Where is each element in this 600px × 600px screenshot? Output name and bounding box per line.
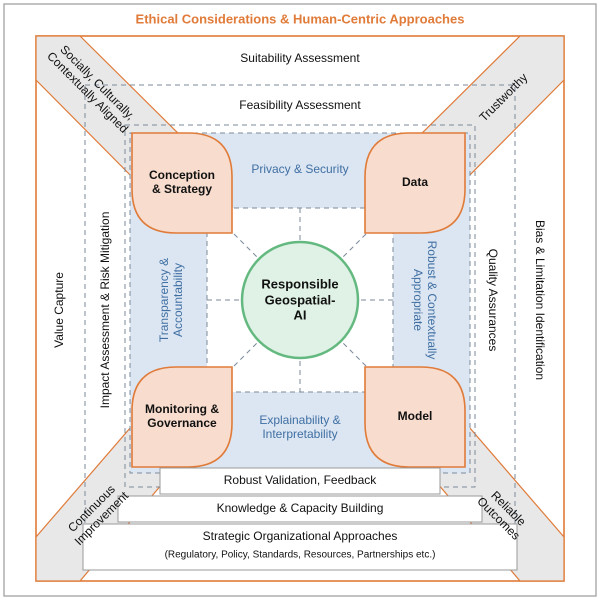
label-robust-line1: Robust & Contextually [424, 240, 439, 360]
label-value-capture: Value Capture [52, 272, 67, 348]
center-spokes [207, 208, 393, 392]
label-bias: Bias & Limitation Identification [532, 219, 547, 381]
strip-robust-validation [159, 467, 441, 495]
center-label-line1: Responsible [261, 276, 339, 292]
strip-strategic [82, 523, 518, 571]
leaf-conception [131, 132, 233, 234]
label-quality: Quality Assurances [485, 248, 500, 352]
label-explainability-line1: Explainability & [259, 413, 341, 428]
label-strategic-title: Strategic Organizational Approaches [202, 529, 398, 544]
stage-monitoring: Monitoring & Governance [145, 402, 219, 431]
stage-data: Data [401, 175, 429, 190]
header-title: Ethical Considerations & Human-Centric A… [135, 11, 465, 27]
stage-monitoring-line1: Monitoring & [145, 402, 219, 417]
label-transparency-line2: Accountability [171, 262, 185, 338]
center-label: Responsible Geospatial- AI [261, 277, 338, 324]
strip-knowledge [117, 495, 483, 523]
label-knowledge: Knowledge & Capacity Building [216, 501, 384, 516]
label-suitability: Suitability Assessment [240, 51, 360, 66]
center-label-line3: AI [293, 307, 307, 323]
leaf-data [364, 132, 466, 234]
label-strategic-sub: (Regulatory, Policy, Standards, Resource… [164, 549, 436, 561]
label-privacy-security: Privacy & Security [251, 162, 349, 177]
stage-conception-line1: Conception [149, 168, 215, 183]
label-explainability: Explainability & Interpretability [259, 413, 341, 442]
label-robust-validation: Robust Validation, Feedback [223, 473, 377, 488]
leaf-model [364, 366, 466, 468]
label-robust-line2: Appropriate [411, 268, 425, 332]
stage-conception-line2: & Strategy [151, 182, 213, 196]
stage-monitoring-line2: Governance [147, 416, 217, 430]
leaf-monitoring [131, 366, 233, 468]
label-impact: Impact Assessment & Risk Mitigation [98, 211, 113, 409]
label-feasibility: Feasibility Assessment [239, 98, 361, 113]
stage-model: Model [397, 409, 433, 424]
stage-conception: Conception & Strategy [149, 168, 215, 197]
label-transparency: Transparency & Accountability [157, 257, 186, 343]
label-transparency-line1: Transparency & [157, 257, 172, 343]
center-circle [240, 240, 360, 360]
label-explainability-line2: Interpretability [262, 427, 338, 441]
center-label-line2: Geospatial- [264, 292, 336, 308]
label-robust-contextual: Robust & Contextually Appropriate [410, 240, 439, 360]
